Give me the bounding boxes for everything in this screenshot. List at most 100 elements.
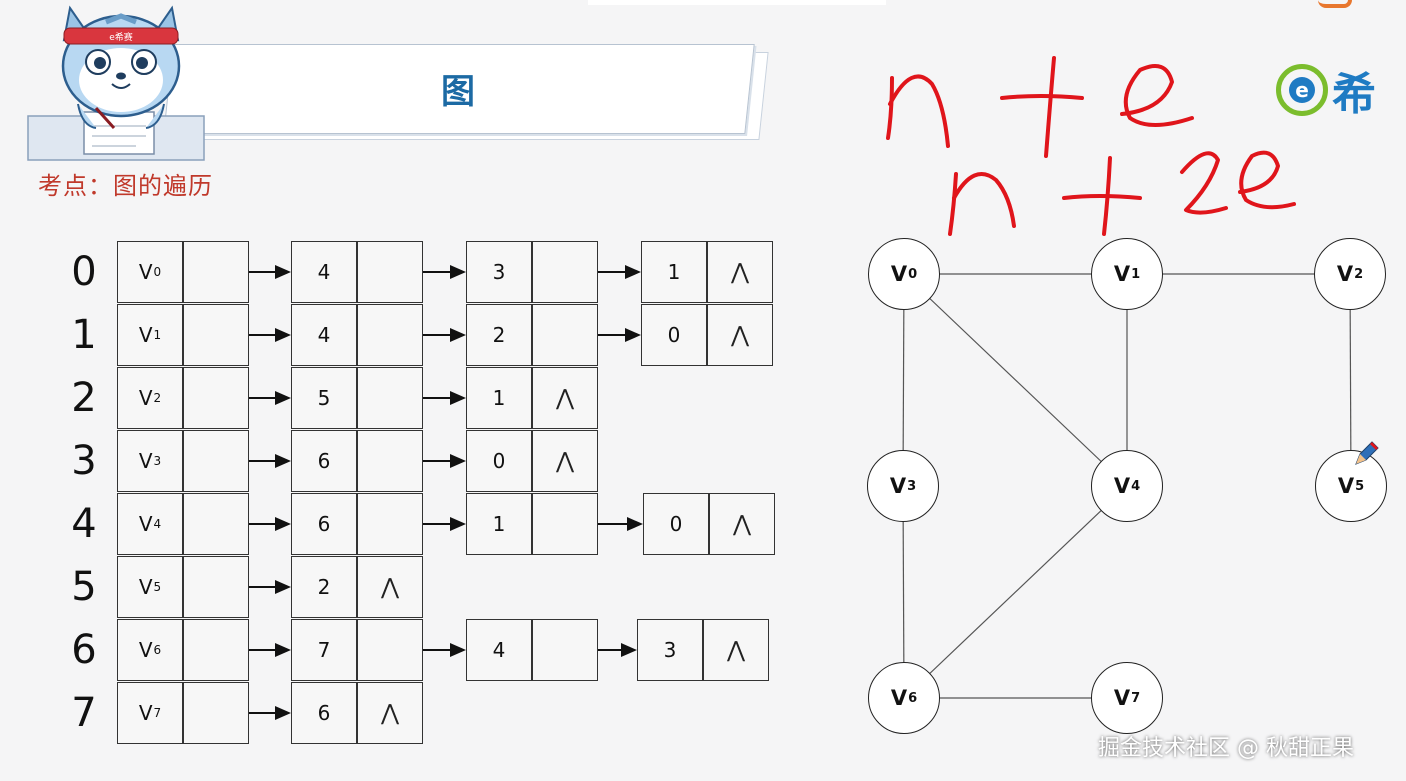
first-arc-pointer-cell [183, 682, 249, 744]
arc-node-vertex-cell: 5 [291, 367, 357, 429]
pointer-arrow-head [450, 454, 466, 468]
arc-node-next-cell: ⋀ [532, 430, 598, 492]
arc-node-value: 4 [317, 260, 331, 284]
pointer-arrow-head [625, 265, 641, 279]
arc-node-vertex-cell: 4 [291, 241, 357, 303]
row-index: 4 [71, 501, 97, 547]
arc-node-next-cell [532, 241, 598, 303]
arc-node-value: 0 [669, 512, 683, 536]
edge-v4-v6 [903, 485, 1128, 699]
first-arc-pointer-cell [183, 493, 249, 555]
arc-node-vertex-cell: 6 [291, 493, 357, 555]
first-arc-pointer-cell [183, 556, 249, 618]
pointer-arrow-head [450, 643, 466, 657]
arc-node-value: 6 [317, 512, 331, 536]
vertex-subscript: 2 [153, 391, 162, 405]
node-label: V [890, 262, 908, 286]
arc-node-next-cell [357, 304, 423, 366]
row-index: 6 [71, 627, 97, 673]
arc-node-next-cell [357, 430, 423, 492]
pointer-arrow-head [621, 643, 637, 657]
node-subscript: 7 [1131, 690, 1141, 706]
node-subscript: 1 [1131, 266, 1141, 282]
vertex-subscript: 1 [153, 328, 162, 342]
arc-node-next-cell [357, 619, 423, 681]
first-arc-pointer-cell [183, 430, 249, 492]
brand-logo: e 希 [1276, 60, 1376, 120]
null-pointer-symbol: ⋀ [726, 637, 746, 663]
vertex-label: V [138, 512, 153, 536]
row-index: 3 [71, 438, 97, 484]
pointer-arrow-head [275, 706, 291, 720]
arc-node-value: 1 [667, 260, 681, 284]
vertex-subscript: 0 [153, 265, 162, 279]
arc-node-value: 5 [317, 386, 331, 410]
arc-node-vertex-cell: 6 [291, 430, 357, 492]
arc-node-value: 2 [317, 575, 331, 599]
arc-node-vertex-cell: 7 [291, 619, 357, 681]
exam-topic: 考点：图的遍历 [38, 172, 213, 200]
page-title: 图 [441, 71, 475, 112]
vertex-label: V [138, 449, 153, 473]
node-label: V [1113, 262, 1131, 286]
vertex-label: V [138, 701, 153, 725]
vertex-label: V [138, 386, 153, 410]
null-pointer-symbol: ⋀ [555, 385, 575, 411]
null-pointer-symbol: ⋀ [380, 700, 400, 726]
arc-node-value: 1 [492, 512, 506, 536]
handwriting-n-plus-2e [948, 150, 1296, 236]
vertex-label: V [138, 260, 153, 284]
pointer-arrow-head [275, 517, 291, 531]
node-subscript: 2 [1354, 266, 1364, 282]
pointer-arrow-head [275, 643, 291, 657]
arc-node-next-cell: ⋀ [357, 556, 423, 618]
arc-node-vertex-cell: 0 [641, 304, 707, 366]
arc-node-vertex-cell: 2 [291, 556, 357, 618]
arc-node-vertex-cell: 1 [641, 241, 707, 303]
arc-node-next-cell [357, 241, 423, 303]
null-pointer-symbol: ⋀ [555, 448, 575, 474]
vertex-label: V [138, 638, 153, 662]
arc-node-next-cell [357, 493, 423, 555]
node-subscript: 4 [1131, 478, 1141, 494]
arc-node-value: 0 [492, 449, 506, 473]
null-pointer-symbol: ⋀ [730, 259, 750, 285]
arc-node-value: 3 [663, 638, 677, 662]
vertex-subscript: 6 [153, 643, 162, 657]
first-arc-pointer-cell [183, 367, 249, 429]
node-subscript: 3 [907, 478, 917, 494]
arc-node-value: 6 [317, 701, 331, 725]
node-label: V [889, 474, 907, 498]
node-label: V [1337, 474, 1355, 498]
logo-symbol: e [1289, 77, 1315, 103]
pointer-arrow-head [275, 265, 291, 279]
arc-node-next-cell: ⋀ [357, 682, 423, 744]
node-label: V [1113, 474, 1131, 498]
pointer-arrow-head [275, 580, 291, 594]
pointer-arrow-head [450, 517, 466, 531]
arc-node-vertex-cell: 0 [643, 493, 709, 555]
pointer-arrow-head [450, 265, 466, 279]
arc-node-value: 3 [492, 260, 506, 284]
arc-node-value: 2 [492, 323, 506, 347]
handwriting-n-plus-e [886, 56, 1194, 158]
first-arc-pointer-cell [183, 619, 249, 681]
arc-node-next-cell: ⋀ [707, 241, 773, 303]
node-subscript: 6 [908, 690, 918, 706]
arc-node-value: 4 [492, 638, 506, 662]
arc-node-vertex-cell: 6 [291, 682, 357, 744]
first-arc-pointer-cell [183, 241, 249, 303]
arc-node-vertex-cell: 1 [466, 367, 532, 429]
pointer-arrow-head [450, 391, 466, 405]
